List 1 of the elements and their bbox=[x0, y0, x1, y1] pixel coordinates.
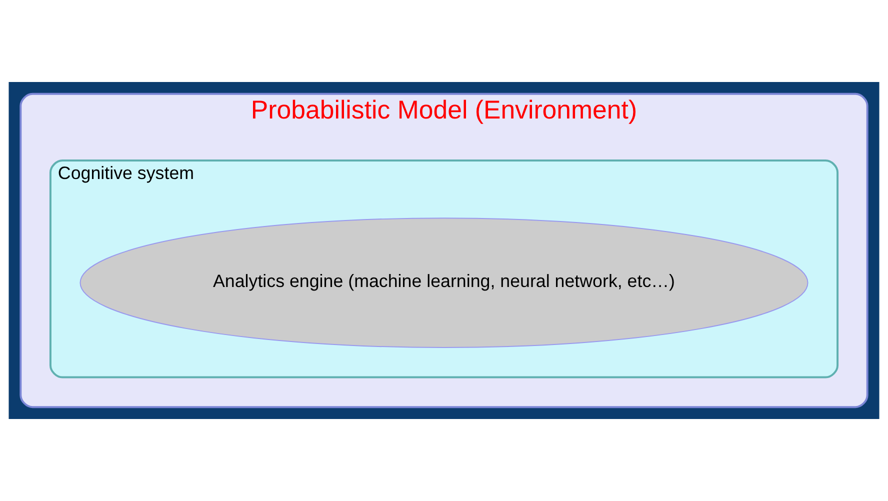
node-ellipse: Analytics engine (machine learning, neural network, etc…) bbox=[80, 218, 808, 348]
